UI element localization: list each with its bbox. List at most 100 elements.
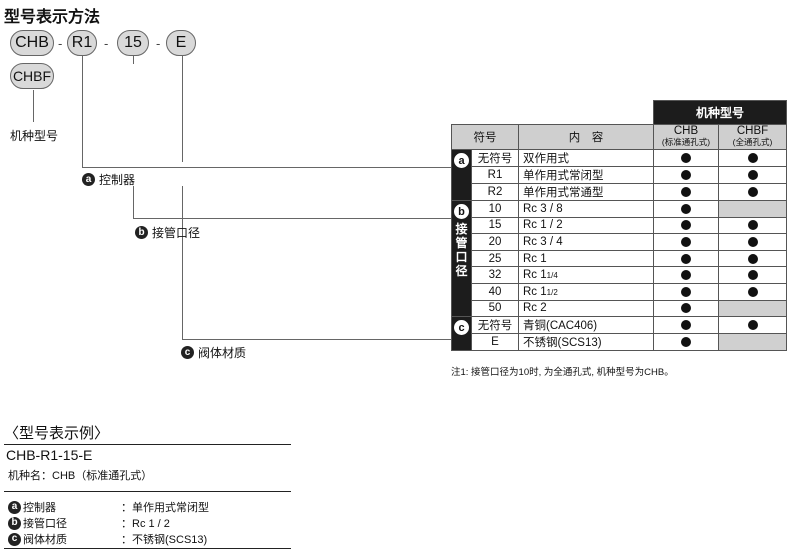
cell-content-text: Rc 3 / 4 xyxy=(523,235,563,248)
available-dot-icon xyxy=(681,186,691,197)
cell-chb xyxy=(653,149,719,167)
group-label-char: 口 xyxy=(455,250,468,264)
available-dot-icon xyxy=(681,270,691,281)
cell-content-text: 不锈钢(SCS13) xyxy=(523,337,602,350)
available-dot-icon xyxy=(681,203,691,214)
cell-content: Rc 2 xyxy=(518,299,654,318)
cell-content: Rc 3 / 4 xyxy=(518,233,654,251)
cell-symbol: 15 xyxy=(471,216,519,235)
cell-content-text: Rc 1 xyxy=(523,285,547,298)
cell-symbol: R1 xyxy=(471,166,519,184)
cell-content-text: Rc 1 / 2 xyxy=(523,219,563,232)
table-row: 15 Rc 1 / 2 xyxy=(452,216,787,235)
cell-symbol: 50 xyxy=(471,299,519,318)
cell-symbol: 40 xyxy=(471,282,519,301)
cell-chbf xyxy=(718,183,787,201)
cell-symbol: R2 xyxy=(471,183,519,201)
example-title: 〈型号表示例〉 xyxy=(4,425,110,442)
cell-content: 单作用式常通型 xyxy=(518,183,654,201)
connector-line xyxy=(133,218,451,219)
connector-line xyxy=(82,56,83,168)
cell-content: Rc 11/2 xyxy=(518,282,654,301)
marker-c-icon: c xyxy=(8,532,21,546)
cell-content: Rc 1 / 2 xyxy=(518,216,654,235)
divider xyxy=(4,444,291,445)
cell-content-text: 单作用式常闭型 xyxy=(523,170,604,182)
connector-line xyxy=(182,339,451,340)
header-symbol: 符号 xyxy=(451,124,519,150)
connector-line xyxy=(133,186,134,219)
cell-symbol: 无符号 xyxy=(471,316,519,335)
code-separator: - xyxy=(104,36,109,51)
code-separator: - xyxy=(58,36,63,51)
cell-content: 单作用式常闭型 xyxy=(518,166,654,184)
available-dot-icon xyxy=(747,253,758,264)
marker-c-icon: c xyxy=(454,320,469,336)
available-dot-icon xyxy=(681,220,691,231)
cell-symbol: 无符号 xyxy=(471,149,519,167)
cell-content: Rc 11/4 xyxy=(518,266,654,284)
connector-line xyxy=(33,90,34,122)
header-chb: CHB (标准通孔式) xyxy=(653,124,719,150)
cell-chbf xyxy=(718,266,787,284)
example-label: 阀体材质 xyxy=(23,534,67,546)
group-label-char: 径 xyxy=(455,264,468,278)
cell-chb xyxy=(653,299,719,318)
cell-content: 青铜(CAC406) xyxy=(518,316,654,335)
available-dot-icon xyxy=(747,320,758,331)
group-cell-c: c xyxy=(451,316,472,352)
group-label-char: 管 xyxy=(455,236,468,250)
cell-symbol: E xyxy=(471,333,519,352)
cell-chb xyxy=(653,333,719,352)
cell-chbf xyxy=(718,316,787,335)
divider xyxy=(4,491,291,492)
marker-b-icon: b xyxy=(8,516,21,530)
connector-line xyxy=(82,167,451,168)
cell-content-text: 单作用式常通型 xyxy=(523,187,604,199)
cell-chbf xyxy=(718,282,787,301)
cell-chbf xyxy=(718,299,787,318)
group-label: 接管口径 xyxy=(452,222,471,278)
example-model: 机种名：CHB（标准通孔式） xyxy=(8,470,153,482)
header-content: 内 容 xyxy=(518,124,654,150)
example-label: 接管口径 xyxy=(23,518,67,530)
cell-chb xyxy=(653,249,719,268)
header-chbf: CHBF (全通孔式) xyxy=(718,124,787,150)
cell-symbol: 25 xyxy=(471,249,519,268)
label-body-material: c 阀体材质 xyxy=(181,344,246,361)
available-dot-icon xyxy=(681,152,691,163)
code-pill-body-material: E xyxy=(166,30,196,56)
available-dot-icon xyxy=(747,236,758,247)
table-row: E 不锈钢(SCS13) xyxy=(452,333,787,352)
cell-content-text: Rc 1 xyxy=(523,252,547,265)
code-pill-controller: R1 xyxy=(67,30,97,56)
example-label: 控制器 xyxy=(23,502,56,514)
footnote: 注1: 接管口径为10时, 为全通孔式, 机种型号为CHB。 xyxy=(451,367,674,378)
example-code: CHB-R1-15-E xyxy=(6,447,93,463)
cell-content: Rc 3 / 8 xyxy=(518,200,654,218)
available-dot-icon xyxy=(747,220,758,231)
cell-content: Rc 1 xyxy=(518,249,654,268)
divider xyxy=(4,548,291,549)
marker-a-icon: a xyxy=(82,173,95,186)
model-label: 机种型号 xyxy=(10,129,59,143)
connector-line xyxy=(182,56,183,162)
example-value: ：单作用式常闭型 xyxy=(121,502,209,514)
table-row: R1 单作用式常闭型 xyxy=(452,166,787,184)
available-dot-icon xyxy=(681,337,691,348)
page-title: 型号表示方法 xyxy=(4,9,101,26)
cell-chb xyxy=(653,266,719,284)
marker-a-icon: a xyxy=(8,500,21,514)
available-dot-icon xyxy=(747,270,758,281)
cell-chbf xyxy=(718,333,787,352)
label-port-size: b 接管口径 xyxy=(135,224,200,241)
cell-chbf xyxy=(718,216,787,235)
cell-chb xyxy=(653,316,719,335)
available-dot-icon xyxy=(681,303,691,314)
